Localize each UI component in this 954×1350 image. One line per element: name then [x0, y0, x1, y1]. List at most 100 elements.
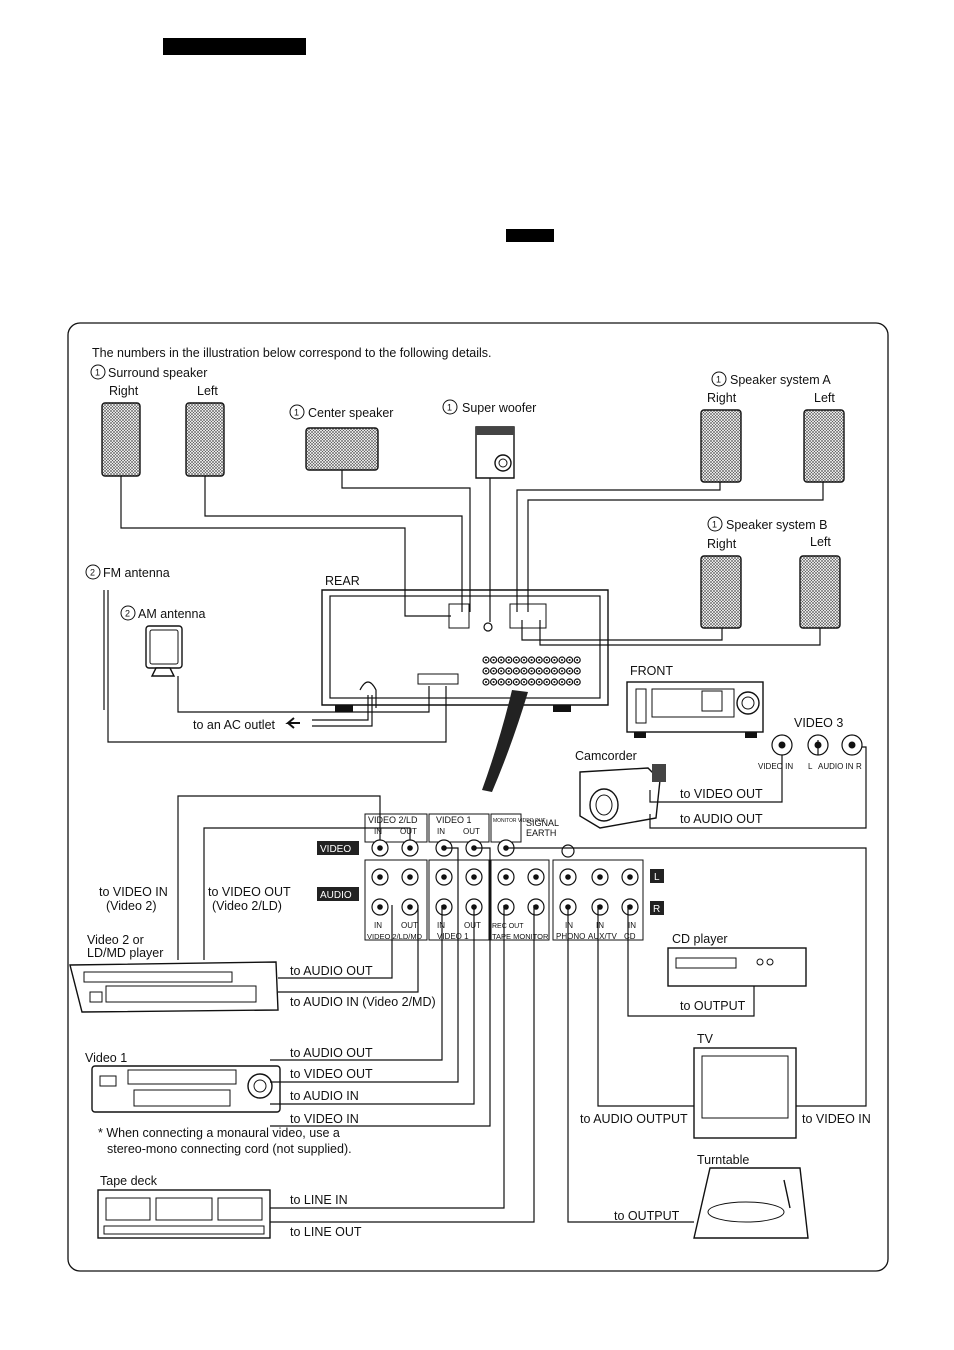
earth-label: EARTH	[526, 828, 556, 838]
tv-label: TV	[697, 1032, 714, 1046]
audio-jack-left-pin	[377, 874, 383, 880]
rear-rca-jack-pin	[545, 658, 548, 662]
diagram-frame	[67, 322, 889, 1272]
video2-video-out-label: to VIDEO OUT	[208, 885, 291, 899]
system-a-right-speaker	[700, 409, 742, 483]
video3-label: VIDEO 3	[794, 716, 843, 730]
video1-video-in-label: to VIDEO IN	[290, 1112, 359, 1126]
video3-jacks: VIDEO 3 VIDEO IN L AUDIO IN R	[758, 716, 863, 771]
am-loop-antenna	[145, 625, 183, 669]
audio-jack-left-pin	[407, 874, 413, 880]
ac-outlet-label: to an AC outlet	[193, 718, 276, 732]
camcorder-video-out-label: to VIDEO OUT	[680, 787, 763, 801]
svg-text:OUT: OUT	[400, 827, 417, 836]
redacted-heading-bar	[163, 38, 306, 55]
am-antenna-label: AM antenna	[138, 607, 205, 621]
rear-rca-jack-pin	[545, 680, 548, 684]
audio-jack-left-pin	[441, 874, 447, 880]
speaker-system-b: 1 Speaker system B Right Left	[700, 516, 841, 629]
monaural-note-1: * When connecting a monaural video, use …	[98, 1126, 340, 1140]
surround-right-speaker	[101, 402, 141, 477]
rear-rca-jack-pin	[515, 680, 518, 684]
rear-rca-jack-pin	[568, 669, 571, 673]
rear-rca-jack-pin	[576, 680, 579, 684]
svg-text:VIDEO 2/LD/MD: VIDEO 2/LD/MD	[367, 932, 423, 941]
svg-text:L: L	[808, 762, 813, 771]
left-channel-tag: L	[654, 872, 660, 883]
video-tag: VIDEO	[320, 844, 351, 855]
video-jack-pin	[471, 845, 477, 851]
super-woofer-group: 1 Super woofer	[442, 399, 536, 479]
audio-jack-right-pin	[407, 904, 413, 910]
tape-line-in-label: to LINE IN	[290, 1193, 348, 1207]
svg-text:PHONO: PHONO	[556, 932, 585, 941]
number-badge: 1	[95, 368, 100, 378]
svg-text:1: 1	[716, 375, 721, 385]
audio-jack-left-pin	[533, 874, 539, 880]
svg-text:R: R	[856, 762, 862, 771]
tv-video-in-label: to VIDEO IN	[802, 1112, 871, 1126]
rear-rca-jack-pin	[507, 658, 510, 662]
svg-text:(Video 2/LD): (Video 2/LD)	[212, 899, 282, 913]
rear-rca-jack-pin	[500, 669, 503, 673]
rear-rca-jack-pin	[507, 669, 510, 673]
rear-rca-jack-pin	[576, 658, 579, 662]
rear-rca-jack-pin	[560, 669, 564, 673]
rear-rca-jack-pin	[538, 680, 541, 684]
video-jack-pin	[407, 845, 413, 851]
rear-rca-jack-pin	[560, 658, 564, 662]
center-speaker-label: Center speaker	[308, 406, 393, 420]
rear-rca-jack-pin	[507, 680, 510, 684]
surround-right-label: Right	[109, 384, 139, 398]
right-channel-tag: R	[653, 904, 660, 915]
panel-video1-label: VIDEO 1	[436, 815, 472, 825]
intro-text: The numbers in the illustration below co…	[92, 346, 492, 360]
speaker-system-a: 1 Speaker system A Right Left	[700, 371, 845, 483]
rear-rca-jack-pin	[530, 680, 533, 684]
video1-deck: Video 1	[85, 1051, 281, 1113]
svg-text:1: 1	[447, 403, 452, 413]
tape-deck-label: Tape deck	[100, 1174, 158, 1188]
rear-rca-jack-pin	[538, 669, 541, 673]
rear-rca-jack-pin	[522, 680, 526, 684]
super-woofer-label: Super woofer	[462, 401, 536, 415]
signal-label: SIGNAL	[526, 818, 559, 828]
redacted-text-bar	[506, 229, 554, 242]
video2-player-label-1: Video 2 or	[87, 933, 144, 947]
svg-text:IN: IN	[374, 921, 382, 930]
svg-text:IN: IN	[437, 827, 445, 836]
svg-text:AUX/TV: AUX/TV	[588, 932, 618, 941]
audio-tag: AUDIO	[320, 890, 352, 901]
rear-rca-jack-pin	[553, 669, 556, 673]
rear-rca-jack-pin	[515, 669, 518, 673]
svg-text:OUT: OUT	[464, 921, 481, 930]
svg-text:IN: IN	[374, 827, 382, 836]
cable-bundle	[482, 690, 528, 792]
tv: TV	[693, 1032, 797, 1139]
svg-text:IN: IN	[628, 921, 636, 930]
turntable-label: Turntable	[697, 1153, 749, 1167]
input-panel: VIDEO 2/LD VIDEO 1 MONITOR VIDEO OUT IN …	[317, 813, 664, 941]
svg-text:IN: IN	[437, 921, 445, 930]
system-a-left-speaker	[803, 409, 845, 483]
audio-jack-left-pin	[565, 874, 571, 880]
rear-rca-jack-pin	[492, 680, 495, 684]
video1-label: Video 1	[85, 1051, 127, 1065]
svg-text:VIDEO IN: VIDEO IN	[758, 762, 793, 771]
video2-audio-out-label: to AUDIO OUT	[290, 964, 373, 978]
camcorder-audio-out-label: to AUDIO OUT	[680, 812, 763, 826]
system-b-left-speaker	[799, 555, 841, 629]
rear-rca-jack-pin	[492, 658, 495, 662]
svg-text:Left: Left	[810, 535, 831, 549]
system-b-right-speaker	[700, 555, 742, 629]
svg-text:(Video 2): (Video 2)	[106, 899, 157, 913]
rear-rca-jack-pin	[545, 669, 548, 673]
surround-left-label: Left	[197, 384, 218, 398]
center-speaker	[305, 427, 379, 471]
rear-rca-jack-pin	[530, 669, 533, 673]
tape-deck: Tape deck	[97, 1174, 271, 1239]
monaural-note-2: stereo-mono connecting cord (not supplie…	[107, 1142, 352, 1156]
rear-rca-jack-pin	[484, 669, 488, 673]
svg-text:Right: Right	[707, 537, 737, 551]
